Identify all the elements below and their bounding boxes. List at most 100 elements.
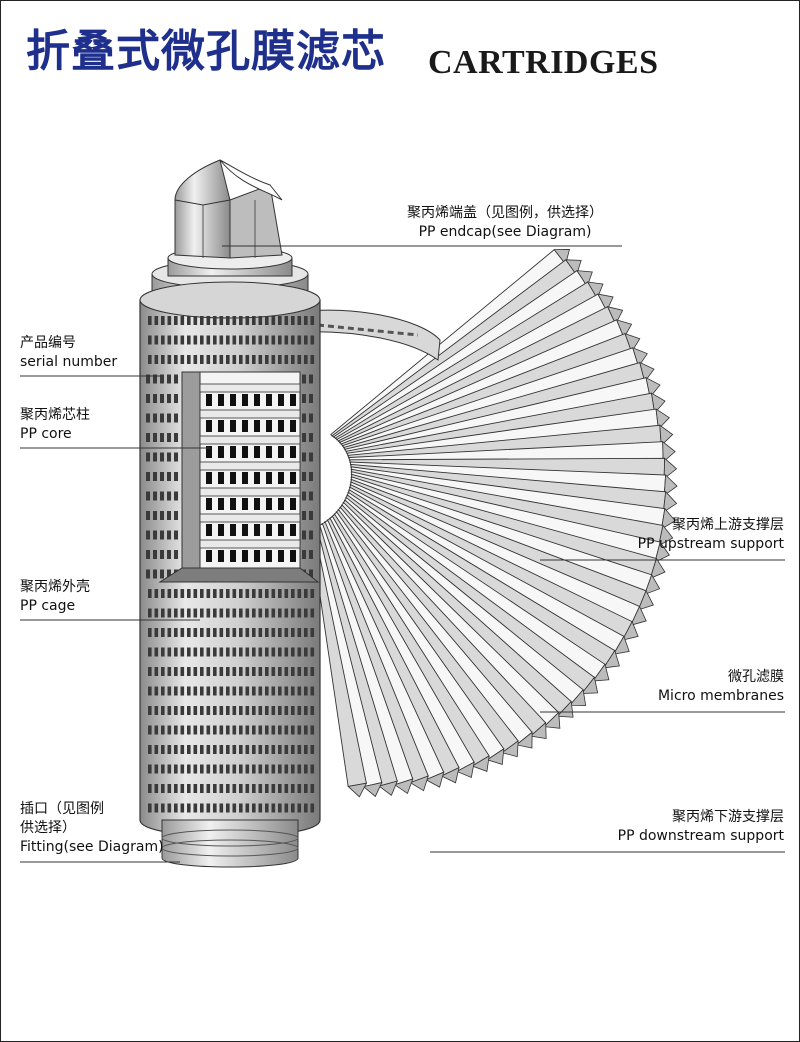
core-hole [290, 472, 296, 484]
cage-slot [252, 725, 256, 735]
cage-slot [154, 706, 159, 715]
cage-slot [160, 569, 164, 579]
cage-slot [193, 589, 198, 598]
cage-slot [174, 394, 178, 403]
cage-slot [252, 706, 256, 715]
cage-slot [187, 628, 191, 637]
pleat-edge [649, 557, 666, 580]
cage-slot [167, 764, 172, 774]
cage-slot [291, 589, 295, 598]
cage-slot [213, 355, 217, 364]
pleat-edge [602, 649, 620, 669]
cage-slot [284, 355, 289, 364]
cage-slot [258, 647, 263, 657]
cage-slot [310, 725, 315, 735]
cage-slot [187, 647, 191, 657]
core-hole [290, 550, 296, 562]
cage-slot [146, 511, 150, 520]
cage-slot [174, 550, 178, 559]
cage-slot [271, 745, 276, 754]
cage-slot [180, 608, 185, 618]
cage-slot [154, 316, 159, 325]
cage-slot [239, 706, 243, 715]
cage-slot [146, 413, 150, 423]
cage-slot [252, 647, 256, 657]
pleat-edge [592, 663, 610, 682]
cage-slot [174, 433, 178, 442]
pleat-edge [597, 293, 614, 312]
cage-slot [174, 374, 178, 384]
cage-slot [291, 628, 295, 637]
core-hole [290, 394, 296, 406]
cage-slot [278, 803, 282, 813]
core-hole [266, 550, 272, 562]
core-hole [206, 498, 212, 510]
core-hole [242, 420, 248, 432]
cage-slot [167, 628, 172, 637]
cage-slot [291, 784, 295, 793]
pleat-edge [501, 740, 519, 758]
cage-slot [206, 764, 211, 774]
cage-slot [206, 706, 211, 715]
cage-slot [239, 628, 243, 637]
cage-slot [148, 803, 152, 813]
cage-slot [219, 784, 224, 793]
cage-slot [271, 316, 276, 325]
cage-slot [213, 316, 217, 325]
title-chinese: 折叠式微孔膜滤芯 [26, 26, 386, 77]
cage-slot [271, 608, 276, 618]
cage-slot [271, 784, 276, 793]
cage-slot [167, 608, 172, 618]
cage-slot [187, 803, 191, 813]
cage-slot [302, 530, 306, 540]
cage-slot [226, 335, 230, 345]
cage-slot [161, 803, 165, 813]
cage-slot [284, 784, 289, 793]
cage-slot [278, 316, 282, 325]
core-hole [254, 498, 260, 510]
cage-slot [154, 667, 159, 676]
cage-slot [245, 745, 250, 754]
cage-slot [200, 647, 204, 657]
cage-slot [200, 745, 204, 754]
cage-slot [213, 706, 217, 715]
cage-slot [284, 667, 289, 676]
cage-slot [146, 433, 150, 442]
cage-slot [167, 355, 172, 364]
core-hole [206, 420, 212, 432]
cage-slot [252, 667, 256, 676]
cage-slot [232, 784, 237, 793]
cage-slot [297, 335, 302, 345]
core-hole [230, 472, 236, 484]
cage-slot [304, 589, 308, 598]
cage-slot [187, 608, 191, 618]
pleat-edge [660, 507, 676, 530]
cage-slot [187, 335, 191, 345]
core-hole [278, 472, 284, 484]
cage-slot [304, 335, 308, 345]
cage-slot [226, 667, 230, 676]
cage-slot [291, 355, 295, 364]
cage-slot [302, 472, 306, 481]
cage-slot [302, 491, 306, 501]
cage-slot [265, 647, 269, 657]
cage-slot [153, 374, 157, 384]
core-hole [230, 498, 236, 510]
core-hole [254, 420, 260, 432]
cage-slot [154, 647, 159, 657]
cage-slot [146, 374, 150, 384]
cage-slot [232, 725, 237, 735]
cage-slot [213, 686, 217, 696]
cage-slot [284, 335, 289, 345]
cage-strip [299, 309, 441, 361]
core-hole [266, 446, 272, 458]
cage-slot [153, 433, 157, 442]
cage-slot [187, 667, 191, 676]
cage-slot [271, 706, 276, 715]
cage-slot [302, 550, 306, 559]
pleat-edge [425, 771, 445, 788]
cage-slot [206, 784, 211, 793]
cage-slot [167, 530, 171, 540]
cage-slot [291, 335, 295, 345]
cage-slot [309, 374, 313, 384]
